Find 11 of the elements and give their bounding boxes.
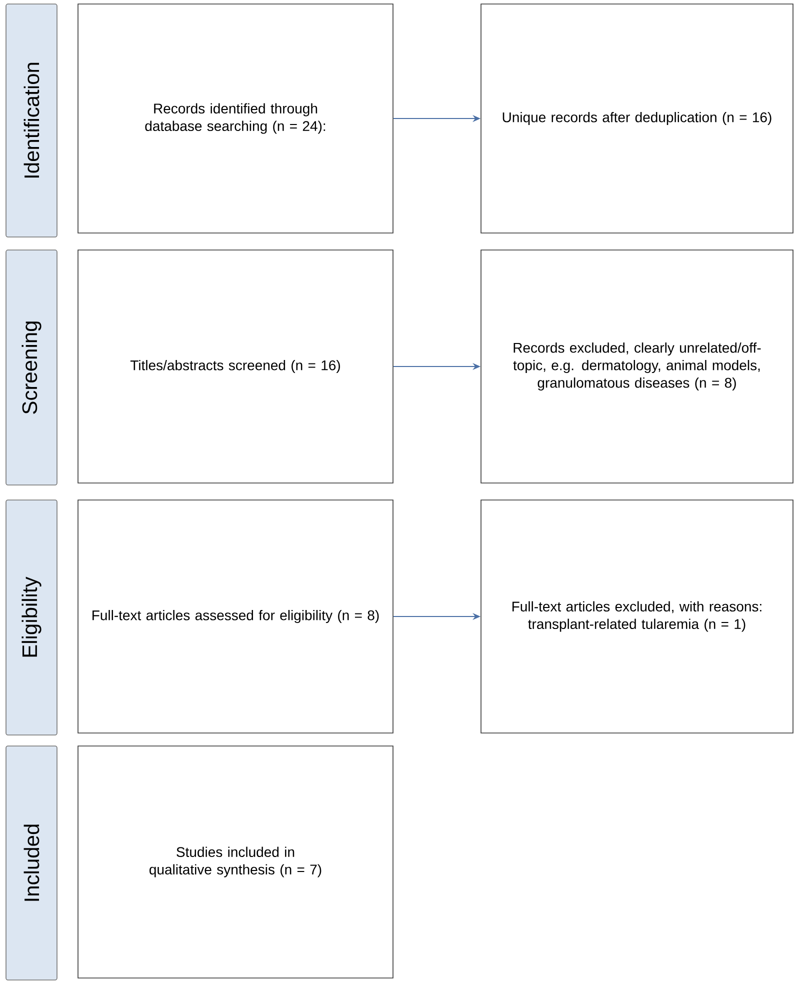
process-box: Unique records after deduplication (n = 16) [480,4,794,234]
process-box: Studies included in qualitative synthesis (n = 7) [78,746,394,978]
stage-band: Screening [6,250,58,486]
stage-band: Included [6,746,58,980]
process-box: Full-text articles excluded, with reasons: transplant-related tularemia (n = 1) [480,500,794,734]
process-box: Titles/abstracts screened (n = 16) [78,250,394,484]
stage-band: Identification [6,4,58,238]
process-box: Records excluded, clearly unrelated/off-topic, e.g. dermatology, animal models, granulomatous diseases (n = 8) [480,250,794,484]
stage-band: Eligibility [6,500,58,736]
process-box: Records identified through database searching (n = 24): [78,4,394,234]
process-box: Full-text articles assessed for eligibility (n = 8) [78,500,394,734]
